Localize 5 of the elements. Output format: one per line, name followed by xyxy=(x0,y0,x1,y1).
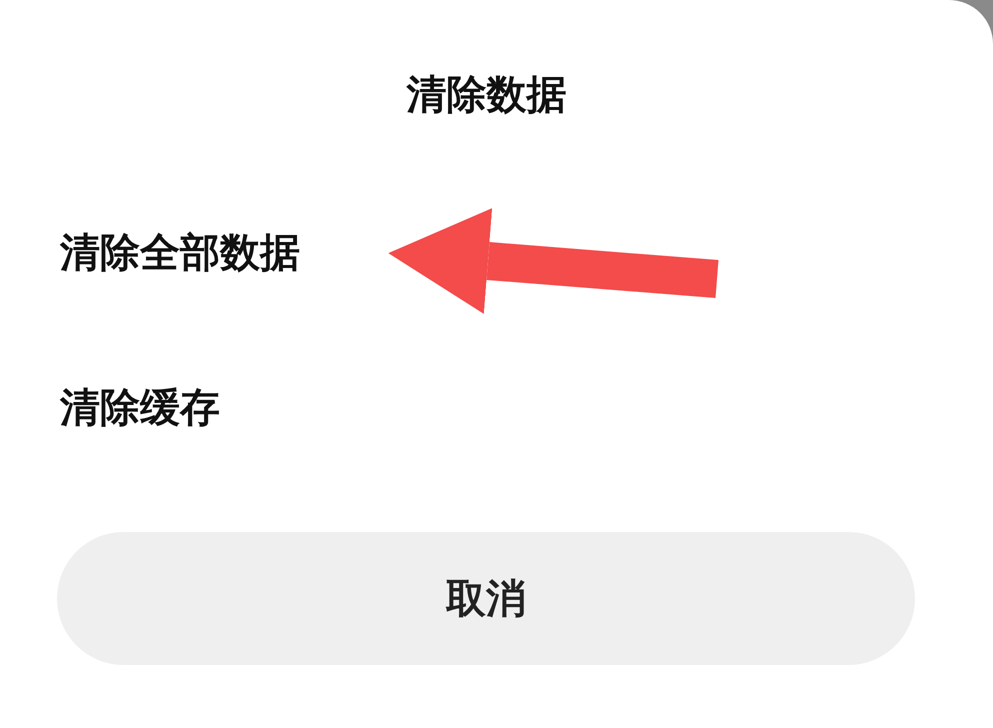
dialog-title: 清除数据 xyxy=(405,71,568,120)
menu-option: 清除全部数据 xyxy=(60,228,388,278)
cancel-button: 取消 xyxy=(57,532,915,665)
menu-option: 清除缓存 xyxy=(60,383,260,433)
arrow xyxy=(388,208,718,314)
